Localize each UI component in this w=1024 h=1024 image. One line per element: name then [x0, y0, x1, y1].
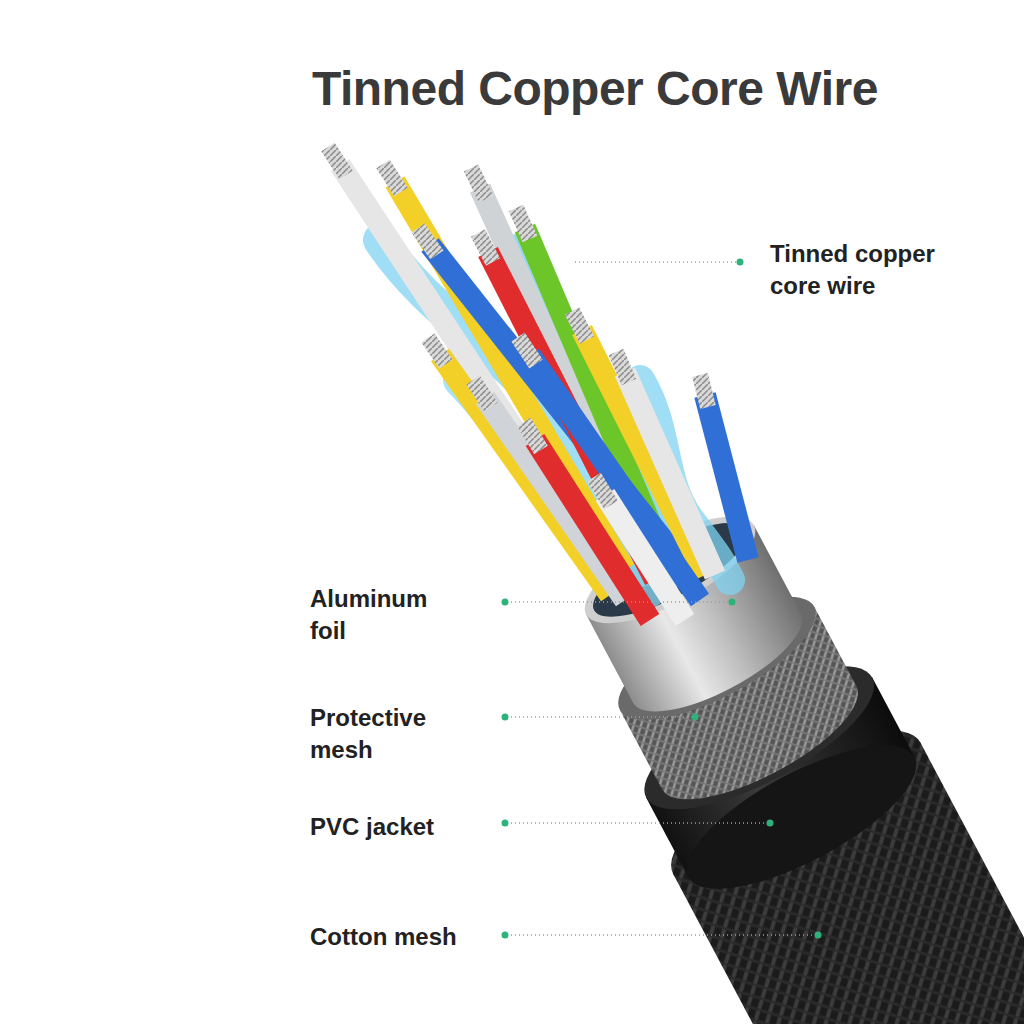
part-label: PVC jacket: [310, 811, 434, 843]
part-label: Protective mesh: [310, 702, 475, 766]
diagram-title: Tinned Copper Core Wire: [312, 60, 878, 118]
part-label: Aluminum foil: [310, 583, 460, 647]
part-label: Tinned copper core wire: [770, 238, 975, 302]
leader-dots: [502, 259, 822, 939]
leader-lines: [507, 262, 816, 935]
core-wires: [340, 165, 748, 620]
part-label: Cotton mesh: [310, 921, 457, 953]
wire-tips: [328, 147, 708, 505]
